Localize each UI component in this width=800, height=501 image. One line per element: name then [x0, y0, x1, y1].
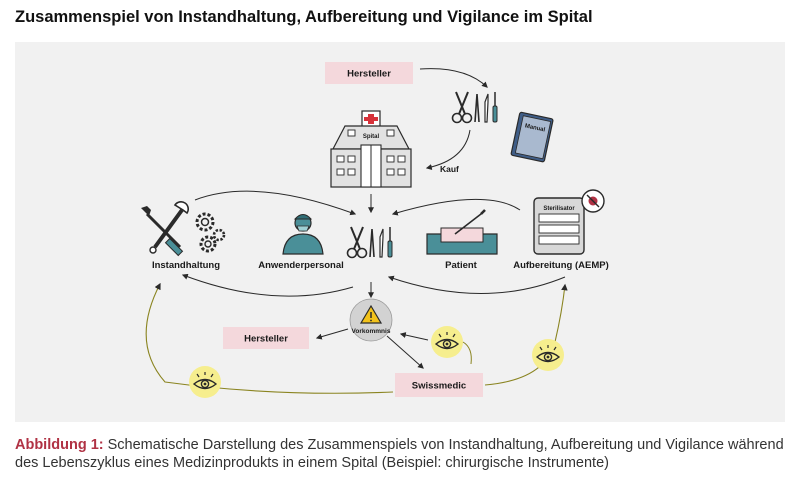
spital-building-icon: Spital	[330, 110, 412, 188]
vigilance-line-left	[145, 282, 394, 394]
instandhaltung-tools-icon	[141, 201, 190, 257]
instandhaltung-label: Instandhaltung	[152, 260, 220, 271]
vigilance-line-center	[462, 341, 472, 365]
patient-icon	[426, 209, 498, 255]
instruments-top-icon	[451, 91, 498, 124]
arrow-kauf	[425, 129, 471, 170]
anwenderpersonal-icon	[282, 214, 324, 255]
vorkommnis-node: Vorkommnis	[349, 298, 393, 342]
page-title: Zusammenspiel von Instandhaltung, Aufber…	[15, 8, 593, 26]
arrow-instruments-to-instandhaltung	[181, 273, 354, 297]
instruments-center-icon	[346, 226, 393, 259]
caption-lead: Abbildung 1:	[15, 437, 104, 453]
arrow-instandhaltung-to-instruments	[194, 190, 357, 216]
diagram-panel	[15, 42, 785, 422]
caption-text: Schematische Darstellung des Zusammenspi…	[15, 437, 784, 471]
hersteller-left-label: Hersteller	[244, 334, 288, 345]
kauf-label: Kauf	[440, 164, 459, 174]
hersteller-top-box: Hersteller	[325, 62, 413, 84]
arrow-eye-to-vorkommnis	[399, 332, 429, 341]
germ-icon	[581, 189, 605, 213]
gears-icon	[195, 212, 226, 253]
arrow-vorkommnis-to-swissmedic	[386, 335, 424, 369]
patient-label: Patient	[445, 260, 478, 271]
spital-label: Spital	[363, 134, 380, 140]
aufbereitung-label: Aufbereitung (AEMP)	[513, 260, 609, 271]
hersteller-left-box: Hersteller	[223, 327, 309, 349]
sterilisator-icon: Sterilisator	[533, 197, 585, 255]
hersteller-top-label: Hersteller	[347, 69, 391, 80]
swissmedic-label: Swissmedic	[412, 381, 466, 392]
manual-book-icon: Manual	[510, 111, 554, 163]
arrow-hersteller-to-instruments	[419, 68, 488, 88]
arrow-instruments-to-aufbereitung	[387, 275, 566, 294]
swissmedic-box: Swissmedic	[395, 373, 483, 397]
figure-caption: Abbildung 1: Schematische Darstellung de…	[15, 436, 790, 472]
manual-label: Manual	[524, 123, 546, 133]
sterilisator-label: Sterilisator	[543, 206, 575, 212]
eye-circle-left	[189, 366, 221, 398]
anwenderpersonal-label: Anwenderpersonal	[258, 260, 344, 271]
arrow-aufbereitung-to-instruments	[391, 199, 521, 216]
eye-circle-center	[431, 326, 463, 358]
diagram: Hersteller Manual Kauf Spital	[141, 62, 609, 398]
eye-circle-right	[532, 339, 564, 371]
arrow-vorkommnis-to-hersteller	[315, 328, 349, 340]
vorkommnis-label: Vorkommnis	[352, 328, 391, 335]
